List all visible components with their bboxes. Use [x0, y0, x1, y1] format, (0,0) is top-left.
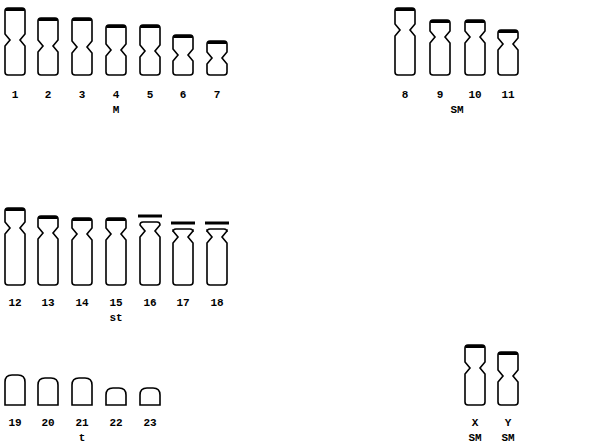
- chromosome-number: 22: [109, 417, 122, 430]
- chromosome: [498, 30, 518, 75]
- chromosome-number: 23: [143, 417, 156, 430]
- chromosome-number: 9: [437, 89, 444, 102]
- chromosome: [173, 35, 193, 75]
- chromosome-end: [141, 25, 159, 28]
- chromosome: [173, 229, 193, 285]
- chromosome: [38, 378, 58, 405]
- chromosome: [106, 388, 126, 405]
- chromosome-number: 7: [214, 89, 221, 102]
- chromosome-number: 19: [8, 417, 21, 430]
- chromosome-end: [396, 8, 414, 11]
- chromosome-number: 14: [75, 297, 88, 310]
- chromosome: [106, 218, 126, 285]
- chromosome-number: 20: [41, 417, 54, 430]
- chromosome-number: 16: [143, 297, 156, 310]
- chromosome-number: 6: [180, 89, 187, 102]
- chromosome-end: [499, 30, 517, 33]
- chromosome-number: 18: [210, 297, 223, 310]
- chromosome-number: 5: [147, 89, 154, 102]
- group-label: t: [79, 432, 86, 445]
- chromosome: [140, 222, 160, 285]
- chromosome-end: [107, 218, 125, 221]
- chromosome-number: 11: [501, 89, 514, 102]
- group-label: SM: [450, 104, 463, 117]
- chromosome-number: Y: [505, 417, 512, 430]
- chromosome: [207, 229, 227, 285]
- chromosome: [72, 218, 92, 285]
- chromosome-end: [6, 208, 24, 211]
- chromosome-end: [499, 352, 517, 355]
- satellite-bar: [138, 215, 162, 218]
- chromosome-end: [73, 18, 91, 21]
- group-label: SM: [501, 432, 514, 445]
- chromosome-end: [39, 18, 57, 21]
- chromosome: [465, 20, 485, 75]
- chromosome-end: [174, 35, 192, 38]
- chromosome-number: 12: [8, 297, 21, 310]
- chromosome-number: 17: [176, 297, 189, 310]
- chromosome-number: 10: [468, 89, 481, 102]
- chromosome-number: 1: [12, 89, 19, 102]
- chromosome-end: [107, 25, 125, 28]
- satellite-bar: [171, 222, 195, 225]
- chromosome: [5, 8, 25, 75]
- chromosome-end: [208, 41, 226, 44]
- satellite-bar: [205, 222, 229, 225]
- chromosome: [72, 18, 92, 75]
- group-label: M: [113, 104, 120, 117]
- chromosome-end: [466, 345, 484, 348]
- chromosome-number: 2: [45, 89, 52, 102]
- chromosome: [207, 41, 227, 75]
- chromosome: [140, 25, 160, 75]
- chromosome: [38, 18, 58, 75]
- chromosome-end: [6, 8, 24, 11]
- chromosome-number: 21: [75, 417, 88, 430]
- chromosome-number: 8: [402, 89, 409, 102]
- chromosome: [395, 8, 415, 75]
- chromosome: [5, 208, 25, 285]
- chromosome-number: 15: [109, 297, 122, 310]
- chromosome-number: 3: [79, 89, 86, 102]
- chromosome-number: 4: [113, 89, 120, 102]
- chromosome-end: [431, 20, 449, 23]
- chromosome: [465, 345, 485, 405]
- chromosome: [5, 375, 25, 405]
- chromosome-end: [73, 218, 91, 221]
- chromosome-end: [39, 216, 57, 219]
- chromosome: [430, 20, 450, 75]
- chromosome-number: X: [472, 417, 479, 430]
- group-label: SM: [468, 432, 481, 445]
- chromosome: [498, 352, 518, 405]
- chromosome: [106, 25, 126, 75]
- chromosome-number: 13: [41, 297, 54, 310]
- chromosome: [38, 216, 58, 285]
- chromosome-end: [466, 20, 484, 23]
- chromosome: [140, 388, 160, 405]
- group-label: st: [109, 312, 122, 325]
- chromosome: [72, 378, 92, 405]
